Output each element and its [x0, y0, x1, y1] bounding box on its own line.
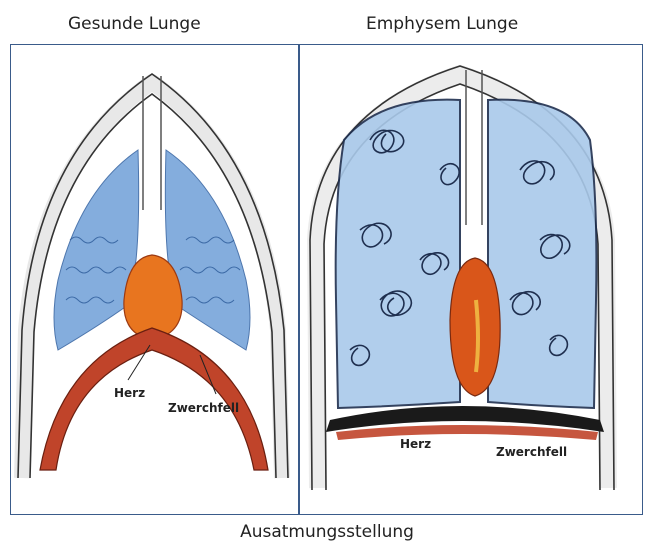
emphysema-heart	[450, 258, 500, 396]
emphysema-lung-drawing	[310, 66, 614, 490]
diagram-caption: Ausatmungsstellung	[0, 522, 654, 542]
healthy-heart-label: Herz	[114, 386, 145, 400]
emphysema-diaphragm-label: Zwerchfell	[496, 445, 567, 459]
healthy-diaphragm	[40, 328, 268, 470]
emphysema-heart-label: Herz	[400, 437, 431, 451]
healthy-diaphragm-label: Zwerchfell	[168, 401, 239, 415]
healthy-lung-drawing	[18, 74, 288, 478]
